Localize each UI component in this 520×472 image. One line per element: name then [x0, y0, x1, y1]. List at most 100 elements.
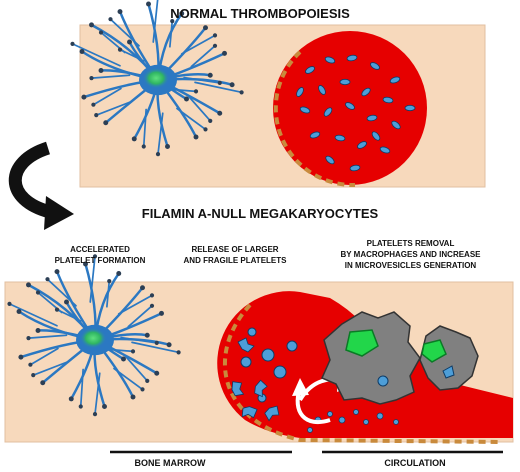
platelet [404, 104, 416, 112]
platelet [296, 87, 304, 97]
proplatelet-tip [212, 33, 218, 38]
fragmented-platelet [264, 405, 280, 422]
platelet [349, 164, 361, 172]
proplatelet-branch [169, 20, 174, 48]
proplatelet-tip [144, 332, 150, 338]
caption-accelerated-line-2: PLATELET FORMATION [54, 256, 146, 265]
proplatelet-tip [130, 394, 136, 400]
proplatelet-tip [98, 68, 104, 73]
proplatelet-tip [140, 285, 145, 291]
proplatelet-branch [119, 48, 145, 62]
microvesicle [363, 419, 369, 425]
proplatelet-tip [170, 19, 175, 24]
phagosome-small [421, 339, 447, 363]
proplatelet-tip [208, 118, 213, 123]
large-platelet [273, 365, 287, 379]
platelet [323, 107, 333, 117]
platelet [366, 114, 378, 122]
proplatelet-branch [180, 34, 216, 55]
platelet [309, 131, 321, 139]
proplatelet-tip [149, 293, 155, 298]
platelet-group-top [296, 54, 416, 172]
proplatelet-branch [92, 87, 122, 106]
proplatelet-tip [154, 370, 160, 376]
curved-arrow-head [44, 196, 74, 230]
proplatelet-tip [16, 309, 22, 314]
megakaryocyte-bottom [7, 254, 181, 417]
proplatelet-tip [212, 43, 218, 48]
caption-release-line-2: AND FRAGILE PLATELETS [183, 256, 287, 265]
proplatelet-branch [95, 100, 133, 117]
caption-accelerated-line-1: ACCELERATED [70, 245, 130, 254]
large-platelet [240, 356, 252, 368]
proplatelet-tip [166, 342, 172, 348]
proplatelet-tip [116, 271, 122, 276]
platelet [318, 85, 326, 95]
megakaryocyte-top [70, 0, 244, 157]
proplatelet-branch [56, 308, 82, 322]
proplatelet-tip [165, 144, 170, 149]
proplatelet-tip [103, 120, 109, 126]
proplatelet-tip [149, 303, 155, 308]
proplatelet-tip [54, 269, 60, 275]
proplatelet-branch [79, 368, 84, 408]
proplatelet-tip [92, 254, 98, 259]
large-platelet [261, 348, 275, 362]
proplatelet-branch [152, 0, 159, 43]
filamin-a-null-title: FILAMIN A-NULL MEGAKARYOCYTES [141, 206, 379, 221]
top-panel [70, 0, 486, 188]
proplatelet-branch [120, 336, 158, 344]
proplatelet-branch [106, 280, 111, 308]
proplatelet-tip [108, 17, 113, 22]
proplatelet-tip [26, 282, 31, 288]
microvesicle [338, 416, 346, 424]
caption-release: RELEASE OF LARGER AND FRAGILE PLATELETS [165, 244, 305, 266]
microvesicle [376, 412, 384, 420]
curved-arrow-body [8, 141, 52, 219]
caption-accelerated: ACCELERATED PLATELET FORMATION [30, 244, 170, 266]
proplatelet-tip [78, 404, 83, 409]
proplatelet-tip [127, 39, 132, 45]
proplatelet-tip [40, 380, 46, 386]
proplatelet-branch [8, 303, 58, 327]
proplatelet-tip [154, 340, 159, 345]
proplatelet-branch [176, 107, 207, 131]
proplatelet-branch [27, 334, 68, 339]
proplatelet-branch [71, 43, 121, 67]
phagosome-large [345, 329, 379, 357]
proplatelet-tip [94, 113, 99, 118]
proplatelet-tip [64, 299, 69, 305]
platelet [371, 131, 381, 141]
proplatelet-tip [117, 9, 123, 15]
proplatelet-branch [90, 74, 131, 79]
proplatelet-branch [171, 88, 197, 93]
proplatelet-tip [83, 261, 88, 267]
platelet [334, 134, 346, 142]
caption-removal-line-2: BY MACROPHAGES AND INCREASE [340, 250, 481, 259]
proplatelet-tip [179, 11, 185, 16]
proplatelet-tip [18, 354, 24, 360]
platelet [391, 120, 401, 130]
large-platelet [247, 327, 257, 337]
microvesicle [353, 409, 359, 415]
proplatelet-branch [113, 367, 144, 391]
proplatelet-branch [94, 372, 101, 415]
proplatelet-tip [54, 307, 60, 312]
normal-thrombopoiesis-title: NORMAL THROMBOPOIESIS [170, 6, 350, 21]
microvesicle [327, 411, 333, 417]
proplatelet-tip [45, 277, 50, 282]
platelet-group-bottom [231, 327, 399, 433]
proplatelet-tip [229, 82, 235, 88]
proplatelet-tip [145, 378, 150, 383]
proplatelet-tip [89, 22, 94, 28]
proplatelet-tip [222, 50, 227, 56]
platelet [345, 102, 355, 110]
fragmented-platelet [241, 406, 258, 419]
proplatelet-tip [28, 362, 33, 367]
proplatelet-tip [131, 136, 137, 142]
proplatelet-tip [239, 90, 244, 95]
proplatelet-branch [127, 304, 153, 328]
proplatelet-branch [89, 255, 96, 303]
endothelium-bottom [222, 303, 501, 444]
proplatelet-tip [146, 1, 151, 7]
